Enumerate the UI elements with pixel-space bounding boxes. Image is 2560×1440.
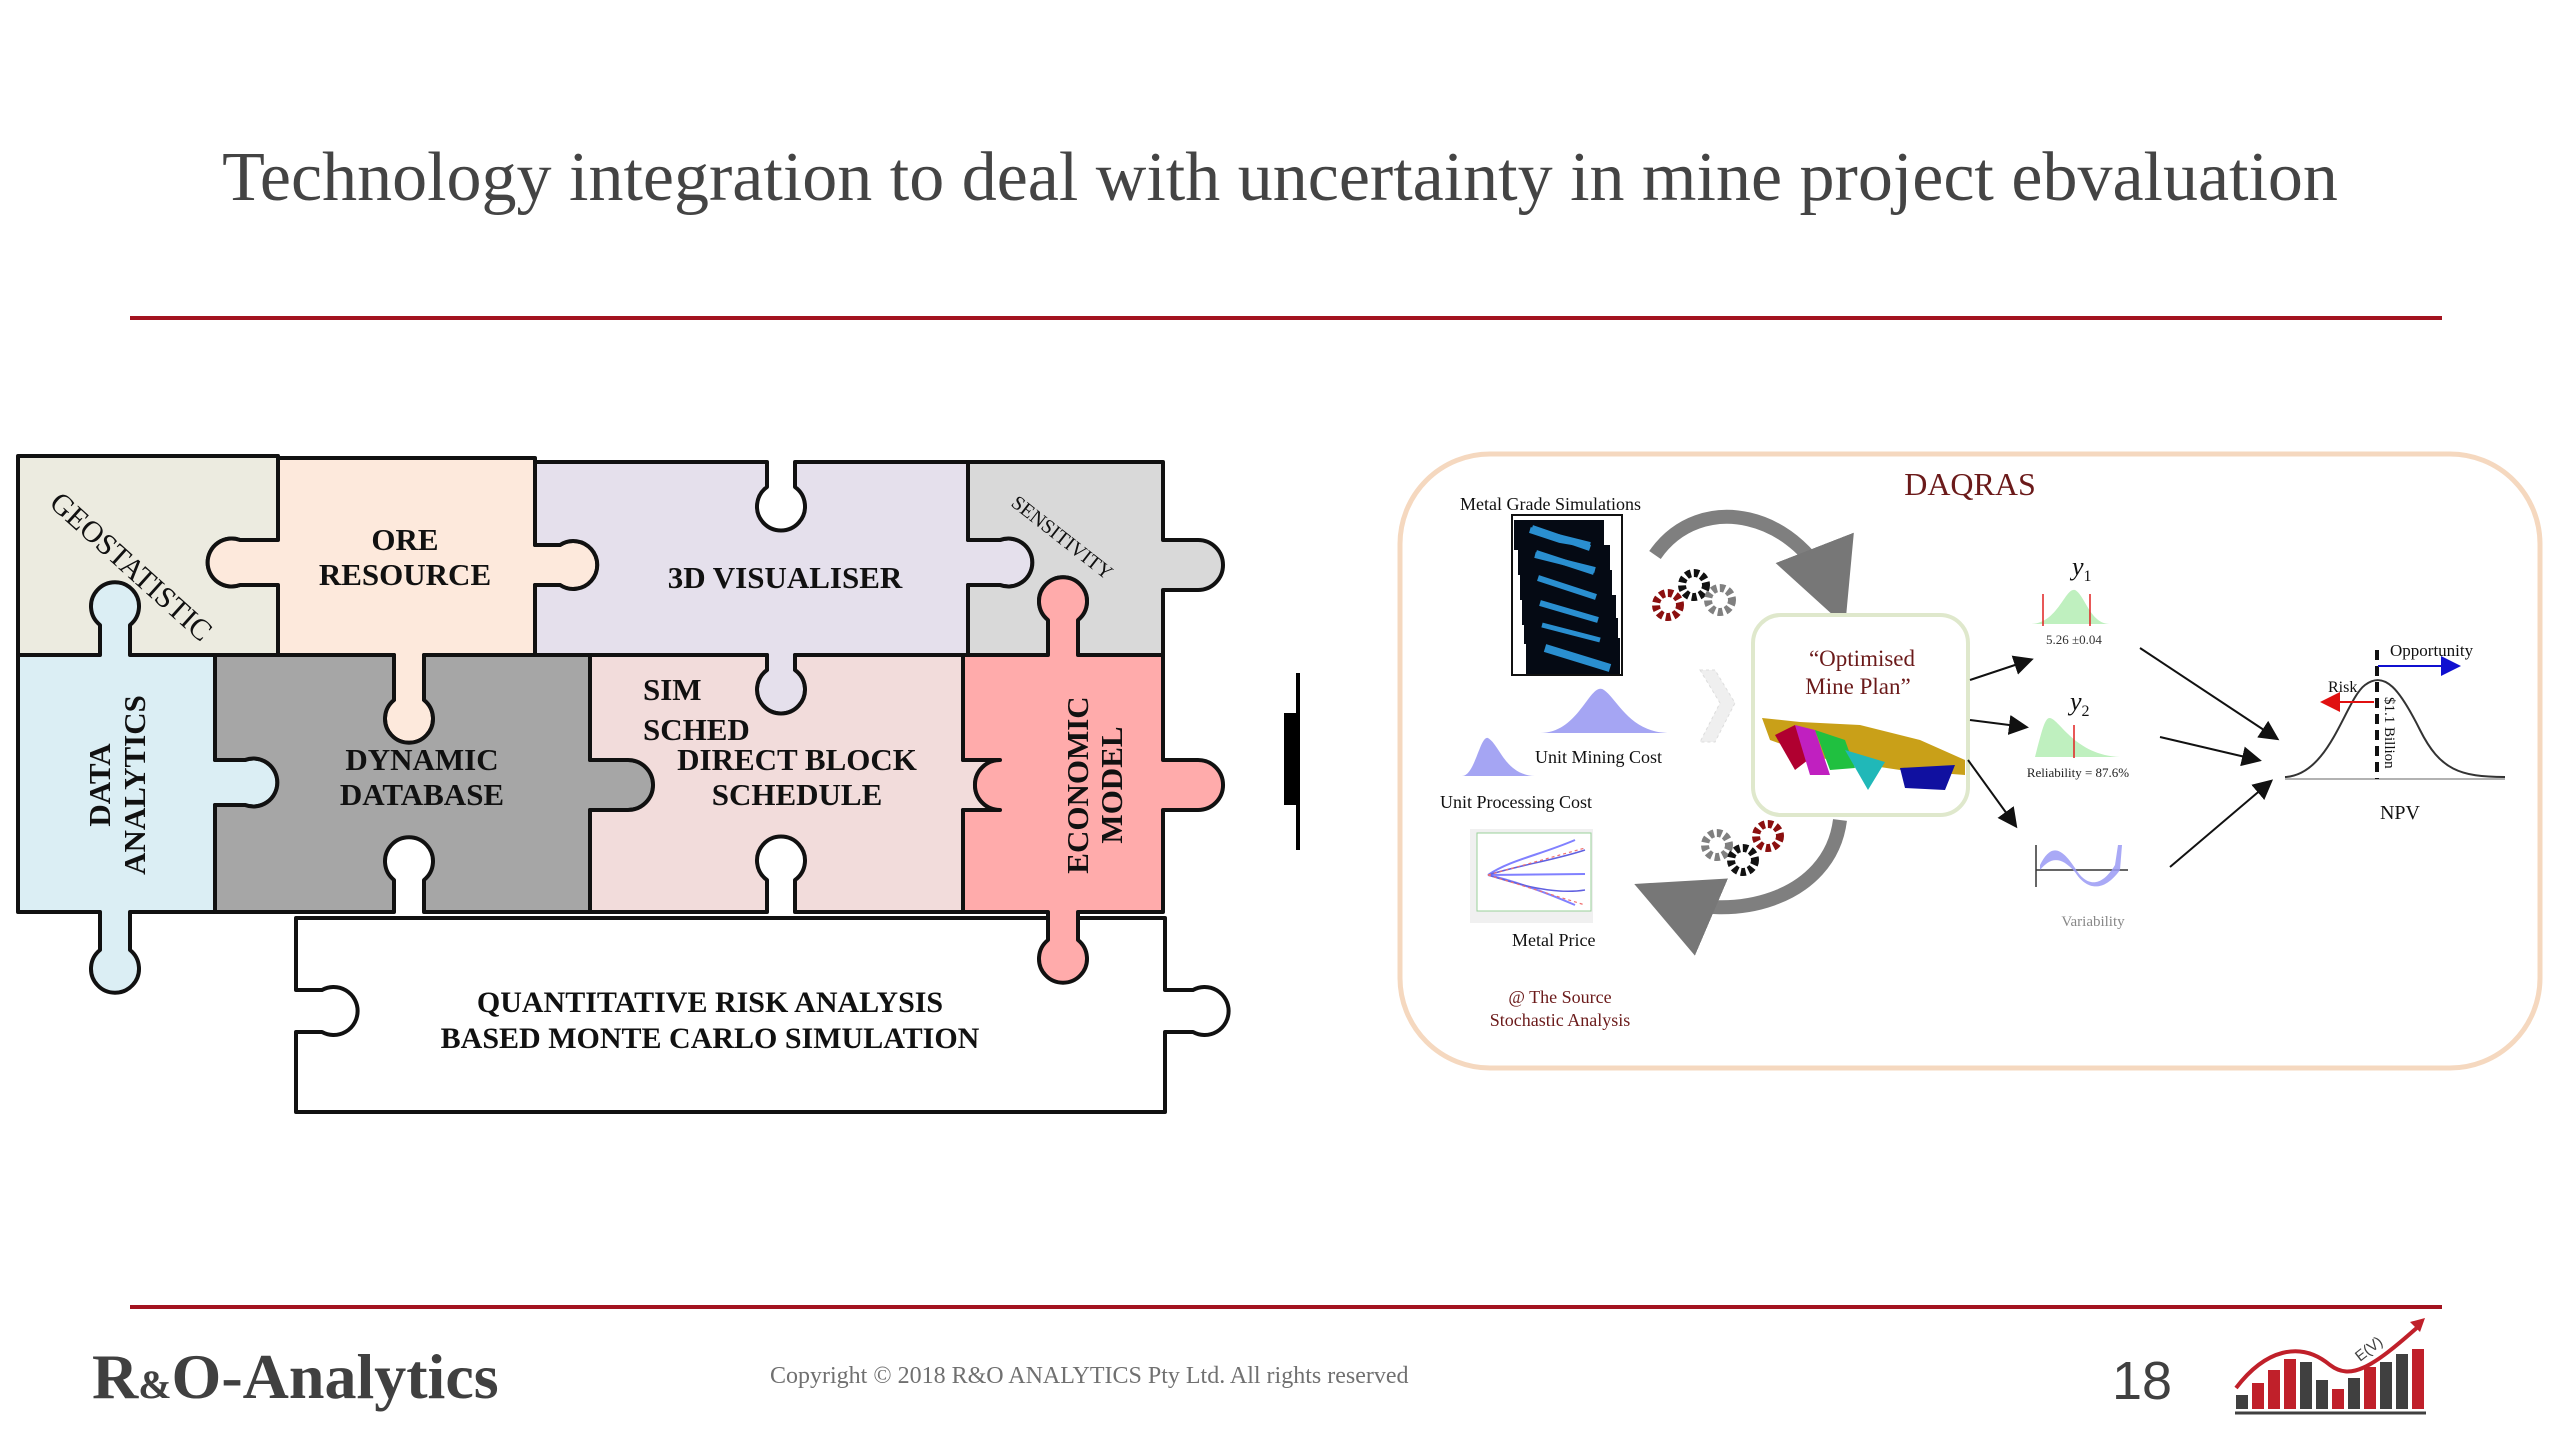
npv-distribution-chart [2284,650,2506,780]
arrow-to-y1 [1969,655,2034,681]
label-dynamic: DYNAMIC [345,742,498,777]
brand-amp: & [138,1362,172,1407]
variability-chart [2035,845,2128,887]
slide-title: Technology integration to deal with unce… [222,139,2338,216]
source-line-1: @ The Source [1508,987,1611,1007]
unit-processing-cost-label: Unit Processing Cost [1440,792,1592,812]
source-line-2: Stochastic Analysis [1490,1010,1631,1030]
label-sched: SCHED [643,712,750,747]
daqras-title: DAQRAS [1904,466,2036,502]
label-quantitative-risk: QUANTITATIVE RISK ANALYSIS [477,986,943,1019]
piece-economic-model [961,575,1225,985]
label-analytics: ANALYTICS [117,695,152,875]
page-number: 18 [2112,1351,2173,1411]
optimised-line-1: “Optimised [1809,646,1916,671]
puzzle-diagram: GEOSTATISTIC ORE RESOURCE 3D VISUALISER … [16,454,1300,1114]
footer-divider [130,1305,2442,1309]
copyright: Copyright © 2018 R&O ANALYTICS Pty Ltd. … [770,1363,1409,1389]
optimised-line-2: Mine Plan” [1805,674,1910,699]
label-3d-visualiser: 3D VISUALISER [668,560,903,595]
unit-mining-cost-distribution [1540,688,1670,733]
label-database: DATABASE [340,777,504,812]
label-direct-block: DIRECT BLOCK [677,742,917,777]
arrow-variability-to-npv [2169,779,2274,868]
gears-bottom-icon [1701,820,1784,876]
y2-label: y2 [2067,687,2090,720]
y1-label: y1 [2069,552,2092,585]
y2-distribution [2035,717,2120,757]
arrow-to-y2 [1969,715,2029,735]
label-sim: SIM [643,672,702,707]
piece-quantitative-risk [294,916,1231,1114]
unit-processing-cost-distribution [1462,737,1535,776]
daqras-frame [1397,451,2543,1071]
optimised-mine-plan-box [1751,613,1970,817]
label-economic: ECONOMIC [1060,696,1095,873]
label-ore: ORE [371,522,438,557]
metal-price-label: Metal Price [1512,930,1595,950]
flow-arrow-icon [1284,673,1300,850]
label-resource: RESOURCE [319,557,491,592]
label-model: MODEL [1094,726,1129,843]
metal-price-chart [1470,829,1593,923]
npv-label: NPV [2380,802,2421,824]
arrow-y1-to-npv [2139,647,2280,741]
curved-arrow-top-icon [1649,509,1854,627]
variability-label: Variability [2061,914,2125,930]
y2-value: Reliability = 87.6% [2027,765,2129,780]
ev-logo-bars [2235,1349,2426,1415]
label-schedule: SCHEDULE [712,777,883,812]
y1-value: 5.26 ±0.04 [2046,632,2102,647]
metal-grade-simulation-stack [1511,514,1623,676]
piece-dynamic-database [213,653,655,914]
brand-rest: O-Analytics [171,1341,499,1412]
ev-logo-trend-arrow [2234,1323,2422,1390]
curved-arrow-bottom-icon [1634,818,1847,956]
gears-top-icon [1652,569,1736,621]
npv-threshold-label: $1.1 Billion [2381,697,2397,769]
opportunity-label: Opportunity [2390,641,2474,660]
ev-logo-text: E(V) [2352,1333,2386,1365]
metal-grade-label: Metal Grade Simulations [1460,494,1641,514]
mine-pit-model [1762,718,1965,790]
y1-distribution [2030,589,2110,624]
unit-mining-cost-label: Unit Mining Cost [1535,747,1662,767]
risk-label: Risk [2328,679,2357,696]
title-divider [130,316,2442,320]
brand-r: R [92,1341,139,1412]
label-monte-carlo: BASED MONTE CARLO SIMULATION [441,1022,980,1055]
ev-logo-arrowhead [2410,1318,2425,1332]
label-data: DATA [82,743,117,827]
brand-logo-text: R&O-Analytics [92,1340,499,1414]
arrow-to-variability [1967,759,2018,829]
arrow-y2-to-npv [2159,736,2262,767]
chevron-icon [1699,669,1736,743]
